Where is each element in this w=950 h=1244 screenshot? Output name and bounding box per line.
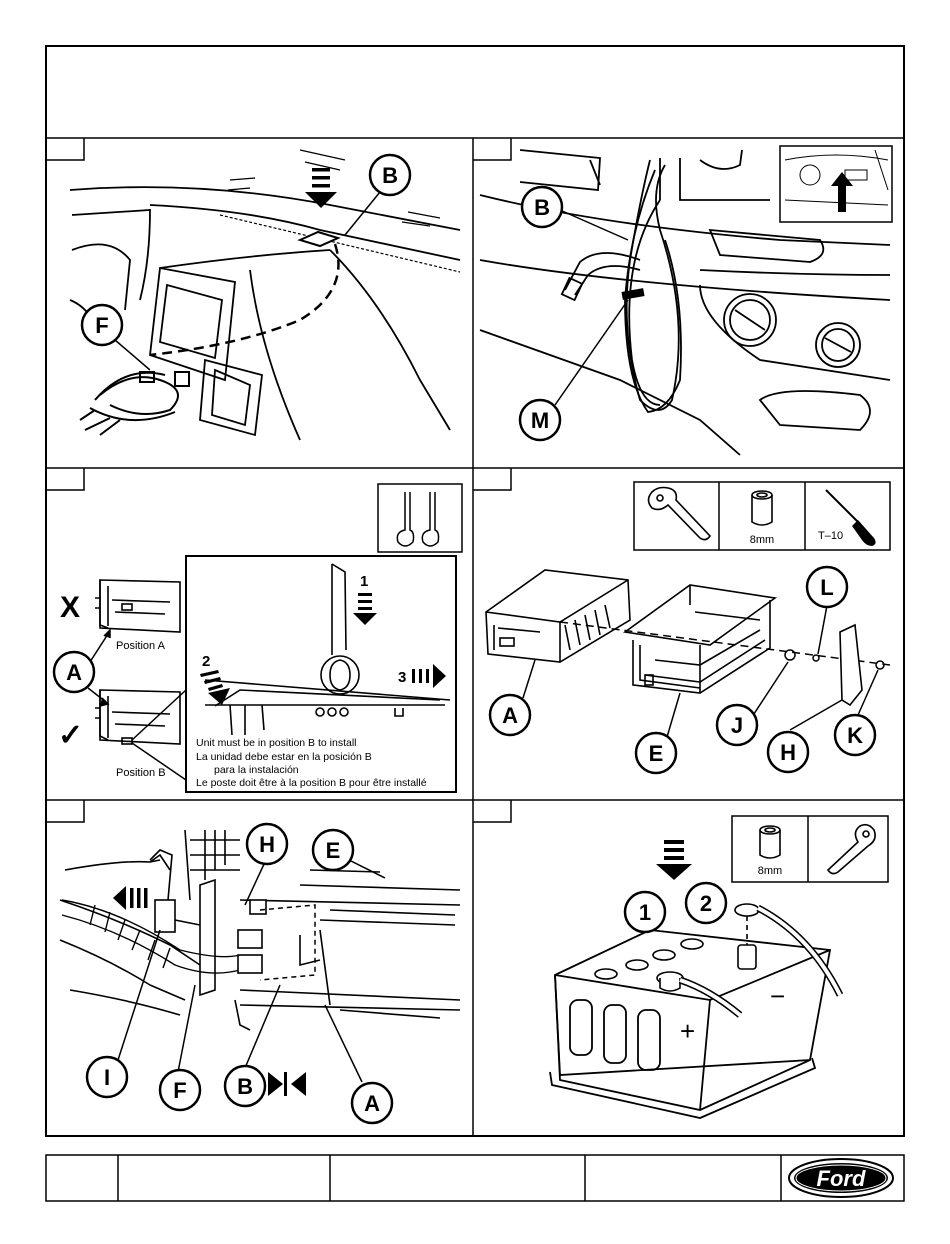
ford-logo: Ford <box>789 1159 893 1197</box>
svg-text:F: F <box>95 313 108 338</box>
callout-h: H <box>768 732 808 772</box>
callout-b: B <box>370 155 410 195</box>
footer <box>46 1155 904 1201</box>
callout-l: L <box>807 567 847 607</box>
socket-size-label: 8mm <box>758 865 782 877</box>
callout-k: K <box>835 715 875 755</box>
wrong-mark: X <box>60 591 80 624</box>
panel-5-connections: H E I F B A <box>60 824 460 1123</box>
callout-f: F <box>82 305 122 345</box>
step-2-label: 2 <box>202 653 210 670</box>
step-3-label: 3 <box>398 669 406 686</box>
callout-a: A <box>490 695 530 735</box>
svg-text:J: J <box>731 713 743 738</box>
panel-4-radio-install: 8mm T–10 <box>486 482 890 773</box>
svg-text:L: L <box>820 575 833 600</box>
callout-a: A <box>352 1083 392 1123</box>
tool-box: 8mm T–10 <box>634 482 890 550</box>
svg-text:1: 1 <box>639 900 651 925</box>
callout-b: B <box>522 187 562 227</box>
down-arrow-icon <box>656 840 692 880</box>
step-1-circle: 1 <box>625 892 665 932</box>
callout-e: E <box>313 830 353 870</box>
negative-mark: − <box>770 981 785 1011</box>
svg-text:K: K <box>847 723 863 748</box>
svg-text:F: F <box>173 1078 186 1103</box>
removal-tool-icon <box>378 484 462 552</box>
svg-text:H: H <box>780 740 796 765</box>
position-b-label: Position B <box>116 767 166 779</box>
svg-text:I: I <box>104 1065 110 1090</box>
note-en: Unit must be in position B to install <box>196 737 357 749</box>
svg-text:B: B <box>534 195 550 220</box>
panel-3-position-check: X ✓ Position A Position B A <box>54 484 462 792</box>
callout-m: M <box>520 400 560 440</box>
svg-text:A: A <box>502 703 518 728</box>
positive-mark: + <box>680 1016 695 1046</box>
step-2-circle: 2 <box>686 883 726 923</box>
svg-text:A: A <box>364 1091 380 1116</box>
svg-text:Ford: Ford <box>817 1166 866 1191</box>
svg-text:E: E <box>326 838 341 863</box>
socket-size-label: 8mm <box>750 534 774 546</box>
panel-1-dash-harness: B F <box>70 150 460 440</box>
svg-text:H: H <box>259 832 275 857</box>
position-a-label: Position A <box>116 640 166 652</box>
callout-e: E <box>636 733 676 773</box>
pull-arrow-icon <box>113 886 148 910</box>
svg-text:B: B <box>237 1074 253 1099</box>
note-fr: Le poste doit être à la position B pour … <box>196 777 427 789</box>
press-arrows-icon <box>268 1072 306 1096</box>
callout-h: H <box>247 824 287 864</box>
svg-text:A: A <box>66 660 82 685</box>
tool-box: 8mm <box>732 816 888 882</box>
panel-6-battery: 8mm <box>550 816 888 1118</box>
callout-a: A <box>54 652 94 692</box>
svg-text:2: 2 <box>700 891 712 916</box>
panel-2-antenna-cable: B M <box>480 146 892 455</box>
callout-b: B <box>225 1066 265 1106</box>
callout-j: J <box>717 705 757 745</box>
callout-i: I <box>87 1057 127 1097</box>
svg-text:M: M <box>531 408 549 433</box>
callout-f: F <box>160 1070 200 1110</box>
note-es-line-2: para la instalación <box>214 764 299 776</box>
inset-view <box>780 146 892 222</box>
note-es-line-1: La unidad debe estar en la posición B <box>196 751 372 763</box>
svg-text:E: E <box>649 741 664 766</box>
svg-text:B: B <box>382 163 398 188</box>
step-1-label: 1 <box>360 573 368 590</box>
checkmark-icon: ✓ <box>58 719 83 752</box>
torx-size-label: T–10 <box>818 530 843 542</box>
